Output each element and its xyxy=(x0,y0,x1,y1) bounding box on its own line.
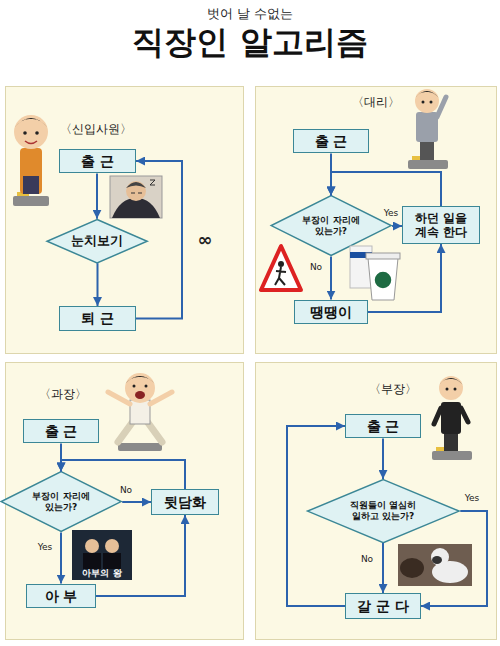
edge-label: Yes xyxy=(382,209,401,219)
sleeping-man-photo xyxy=(110,176,162,218)
process-box: 출 근 xyxy=(293,129,369,154)
panel-heading: 〈부장〉 xyxy=(369,381,417,398)
process-box: 출 근 xyxy=(345,414,421,439)
coffee-cup xyxy=(350,246,400,300)
subtitle-text: 벗어 날 수없는 xyxy=(207,5,293,23)
connector-arrow xyxy=(61,460,185,489)
section-chief-figure xyxy=(108,373,172,451)
diamond-shape xyxy=(271,196,391,256)
edge-label: Yes xyxy=(463,494,482,504)
connector-arrow xyxy=(382,438,384,479)
decision-diamond: 직원들이 열심히 일하고 있는가? xyxy=(306,479,461,543)
connector-arrow xyxy=(421,511,487,606)
box-text: 출 근 xyxy=(81,153,114,170)
panel-heading: 〈과장〉 xyxy=(39,386,87,403)
box-text: 출 근 xyxy=(45,423,78,440)
decision-diamond: 눈치보기 xyxy=(46,219,148,263)
decision-text: 부장이 자리에 있는가? xyxy=(300,215,362,237)
edge-label: No xyxy=(118,486,134,496)
newbie-figure xyxy=(13,115,49,206)
movie-poster xyxy=(72,530,132,580)
box-text: 출 근 xyxy=(315,133,348,150)
edge-label: No xyxy=(308,263,324,273)
manager-figure xyxy=(432,376,472,460)
process-box: 출 근 xyxy=(23,419,99,444)
edge-label: No xyxy=(359,555,375,565)
process-box: 갈 군 다 xyxy=(345,593,421,619)
connector-arrow xyxy=(368,244,441,312)
decision-text: 눈치보기 xyxy=(71,233,123,249)
assistant-manager-figure xyxy=(408,89,448,169)
poster-title: 아부의 왕 xyxy=(82,567,121,580)
decision-text: 직원들이 열심히 일하고 있는가? xyxy=(342,500,423,522)
panel-heading: 〈신입사원〉 xyxy=(60,121,132,138)
connector-arrow xyxy=(96,515,185,596)
connector-arrow xyxy=(60,533,62,584)
connector-arrow xyxy=(136,161,182,319)
edge-label: ∞ xyxy=(196,230,215,250)
decision-diamond: 부장이 자리에 있는가? xyxy=(0,471,122,532)
box-text: 땡땡이 xyxy=(310,304,352,321)
process-box: 아 부 xyxy=(26,584,96,609)
connector-arrow xyxy=(382,543,384,593)
diamond-shape xyxy=(307,480,459,543)
box-text: 퇴 근 xyxy=(81,310,114,327)
warning-sign xyxy=(261,246,301,290)
decision-diamond: 부장이 자리에 있는가? xyxy=(270,195,392,256)
panel: 〈대리〉 출 근부장이 자리에 있는가? 하던 일을 계속 한다땡땡이 xyxy=(255,86,497,354)
panel-heading: 〈대리〉 xyxy=(352,94,400,111)
box-text: 하던 일을 계속 한다 xyxy=(409,211,473,240)
box-text: 갈 군 다 xyxy=(357,598,409,615)
process-box: 땡땡이 xyxy=(294,300,368,325)
process-box: 뒷담화 xyxy=(151,489,219,515)
process-box: 하던 일을 계속 한다 xyxy=(402,206,480,244)
diamond-shape xyxy=(47,219,147,263)
title-text: 직장인 알고리즘 xyxy=(0,24,500,61)
connector-arrow xyxy=(122,501,151,503)
box-text: 아 부 xyxy=(45,588,78,605)
diamond-shape xyxy=(1,472,121,532)
connector-arrow xyxy=(331,172,441,206)
decision-text: 부장이 자리에 있는가? xyxy=(30,491,92,513)
process-box: 퇴 근 xyxy=(59,306,136,331)
box-text: 뒷담화 xyxy=(164,494,206,511)
box-text: 출 근 xyxy=(367,418,400,435)
edge-label: Yes xyxy=(36,543,55,553)
connector-arrow xyxy=(330,257,332,300)
dog-photo xyxy=(398,544,472,586)
connector-arrow xyxy=(97,263,99,306)
process-box: 출 근 xyxy=(59,149,136,174)
connector-arrow xyxy=(96,173,98,218)
connector-arrow xyxy=(392,225,402,227)
connector-arrow xyxy=(287,426,345,606)
